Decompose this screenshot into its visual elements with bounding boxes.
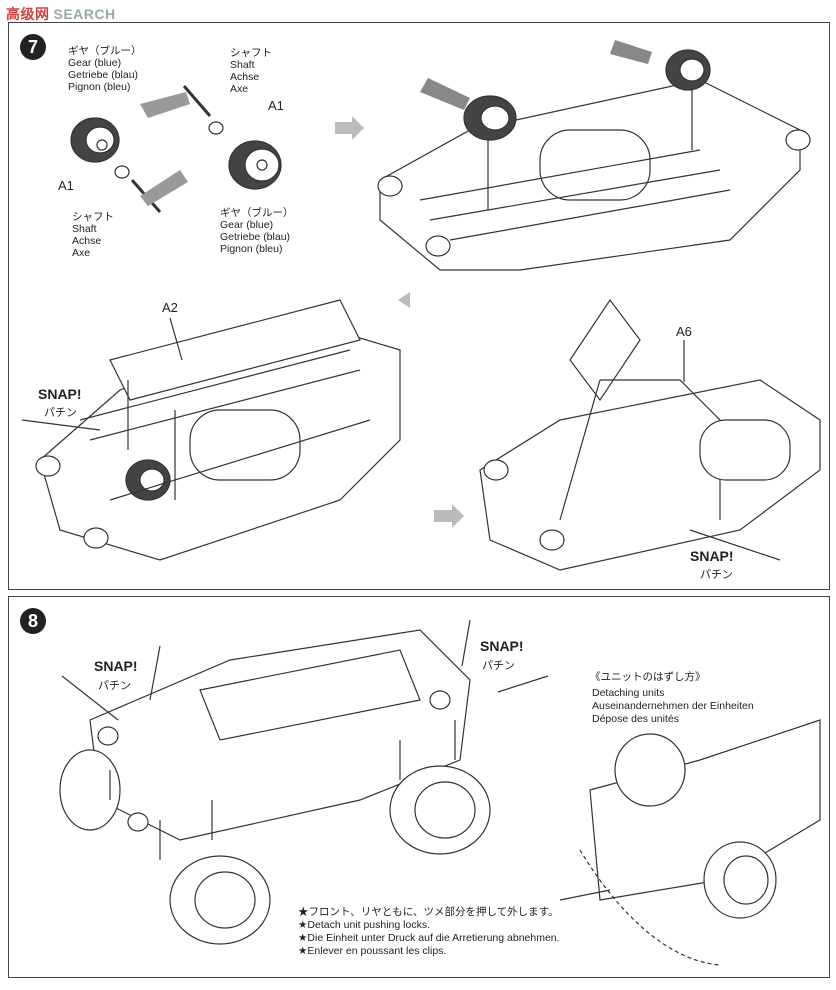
chassis-assembled-icon <box>59 629 491 945</box>
watermark-prefix: 高级网 <box>6 6 50 22</box>
gear-label-jp: ギヤ（ブルー） <box>68 45 142 57</box>
flow-arrow-icon <box>398 292 410 308</box>
gear-right-icon <box>228 140 282 190</box>
arrow-hatch-icon <box>140 92 190 118</box>
detach-pointer <box>559 889 611 901</box>
step8-badge: 8 <box>20 608 46 634</box>
part-a6: A6 <box>676 324 692 339</box>
step8-snap-left-jp: パチン <box>98 680 131 692</box>
arrow-hatch-icon <box>140 170 188 206</box>
step8-snap-right: SNAP! <box>480 638 524 654</box>
detach-unit-icon <box>579 719 821 966</box>
chassis-mid-left-icon <box>35 299 401 561</box>
snap-label-right-jp: パチン <box>700 569 733 581</box>
flow-arrow-icon <box>335 116 364 140</box>
chassis-mid-right-icon <box>479 298 821 571</box>
shaft-label-fr: Axe <box>230 83 249 95</box>
snap-pointer <box>497 675 549 693</box>
flow-arrow-icon <box>434 504 464 528</box>
snap-pointer <box>21 419 101 431</box>
detach-title-fr: Dépose des unités <box>592 713 679 725</box>
shaft-label-jp: シャフト <box>230 47 272 59</box>
watermark-text: SEARCH <box>53 6 116 22</box>
shaft-right-icon <box>182 85 212 117</box>
shaft-label-en-bottom: Shaft <box>72 223 97 235</box>
note-en: ★Detach unit pushing locks. <box>298 919 430 931</box>
note-jp: ★フロント、リヤともに、ツメ部分を押して外します。 <box>298 906 559 918</box>
part-a1-left: A1 <box>58 178 74 193</box>
shaft-label-en: Shaft <box>230 59 255 71</box>
snap-label-left-jp: パチン <box>44 407 77 419</box>
snap-pointer <box>149 645 161 701</box>
snap-label-left: SNAP! <box>38 386 82 402</box>
gear-label-fr-bottom: Pignon (bleu) <box>220 243 283 255</box>
snap-label-right: SNAP! <box>690 548 734 564</box>
gear-left-icon <box>70 117 120 163</box>
part-a2: A2 <box>162 300 178 315</box>
gear-label-de: Getriebe (blau) <box>68 69 139 81</box>
snap-pointer <box>689 529 781 561</box>
part-a1-right: A1 <box>268 98 284 113</box>
washer-right-icon <box>208 121 224 135</box>
washer-left-icon <box>114 165 130 179</box>
arrow-hatch-icon <box>610 40 652 64</box>
detach-title-en: Detaching units <box>592 687 665 699</box>
shaft-label-de-bottom: Achse <box>72 235 102 247</box>
shaft-label-fr-bottom: Axe <box>72 247 91 259</box>
note-de: ★Die Einheit unter Druck auf die Arretie… <box>298 932 560 944</box>
arrow-hatch-icon <box>420 78 470 110</box>
snap-pointer <box>461 619 471 667</box>
shaft-label-jp-bottom: シャフト <box>72 211 114 223</box>
gear-label-en: Gear (blue) <box>68 57 122 69</box>
note-fr: ★Enlever en poussant les clips. <box>298 945 447 957</box>
step8-snap-left: SNAP! <box>94 658 138 674</box>
gear-label-jp-bottom: ギヤ（ブルー） <box>220 207 294 219</box>
detach-title-de: Auseinandernehmen der Einheiten <box>592 700 754 712</box>
detach-title-jp: 《ユニットのはずし方》 <box>590 671 706 683</box>
a2-pointer <box>169 317 183 361</box>
gear-label-fr: Pignon (bleu) <box>68 81 131 93</box>
chassis-top-icon <box>377 49 811 271</box>
snap-pointer <box>61 675 119 721</box>
step7-badge: 7 <box>20 34 46 60</box>
shaft-label-de: Achse <box>230 71 260 83</box>
step8-snap-right-jp: パチン <box>482 660 515 672</box>
gear-label-en-bottom: Gear (blue) <box>220 219 274 231</box>
gear-label-de-bottom: Getriebe (blau) <box>220 231 291 243</box>
